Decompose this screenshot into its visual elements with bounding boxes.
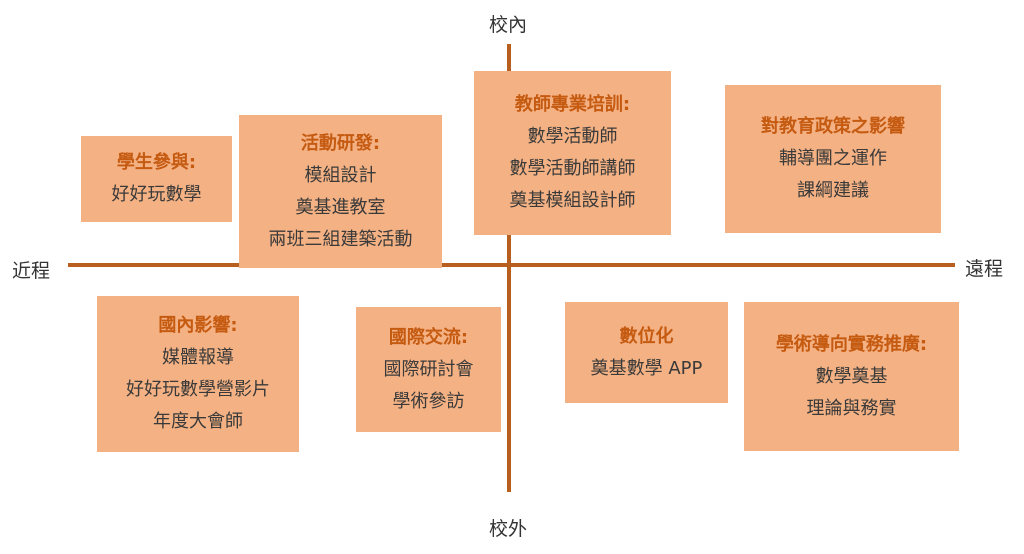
box-title: 教師專業培訓: <box>514 94 631 115</box>
axis-label-top: 校內 <box>489 14 528 36</box>
box-title: 活動研發: <box>300 132 381 154</box>
box-item: 好好玩數學營影片 <box>126 379 270 400</box>
box-item: 奠基進教室 <box>295 196 386 218</box>
box-title: 對教育政策之影響 <box>761 116 905 137</box>
activity-development-box: 活動研發: 模組設計 奠基進教室 兩班三組建築活動 <box>239 115 442 268</box>
box-title: 國際交流: <box>388 326 469 348</box>
box-item: 國際研討會 <box>383 358 474 380</box>
box-item: 媒體報導 <box>162 347 234 368</box>
box-title: 學生參與: <box>116 152 197 173</box>
academic-practice-box: 學術導向實務推廣: 數學奠基 理論與務實 <box>744 302 959 451</box>
teacher-training-box: 教師專業培訓: 數學活動師 數學活動師講師 奠基模組設計師 <box>474 71 671 235</box>
box-item: 兩班三組建築活動 <box>268 228 413 250</box>
box-item: 好好玩數學 <box>111 184 202 205</box>
education-policy-box: 對教育政策之影響 輔導團之運作 課綱建議 <box>725 85 941 233</box>
box-item: 奠基模組設計師 <box>509 190 636 211</box>
box-title: 國內影響: <box>158 315 238 336</box>
axis-label-bottom: 校外 <box>489 518 528 540</box>
box-item: 數學活動師講師 <box>509 158 636 179</box>
box-title: 學術導向實務推廣: <box>775 333 928 355</box>
box-item: 數學活動師 <box>527 126 618 147</box>
axis-label-right: 遠程 <box>965 258 1004 280</box>
box-item: 奠基數學 APP <box>590 357 703 379</box>
box-item: 學術參訪 <box>392 390 465 412</box>
box-item: 數學奠基 <box>815 365 888 387</box>
digitalization-box: 數位化 奠基數學 APP <box>565 302 728 403</box>
box-item: 年度大會師 <box>153 411 243 432</box>
horizontal-axis <box>68 263 955 267</box>
box-item: 模組設計 <box>304 164 377 186</box>
box-item: 課綱建議 <box>797 180 869 201</box>
student-participation-box: 學生參與: 好好玩數學 <box>81 136 232 222</box>
box-item: 理論與務實 <box>806 397 897 419</box>
box-title: 數位化 <box>619 325 674 347</box>
vertical-axis <box>507 44 511 492</box>
domestic-influence-box: 國內影響: 媒體報導 好好玩數學營影片 年度大會師 <box>97 296 299 452</box>
international-exchange-box: 國際交流: 國際研討會 學術參訪 <box>356 307 501 432</box>
box-item: 輔導團之運作 <box>779 148 887 169</box>
axis-label-left: 近程 <box>12 260 51 282</box>
